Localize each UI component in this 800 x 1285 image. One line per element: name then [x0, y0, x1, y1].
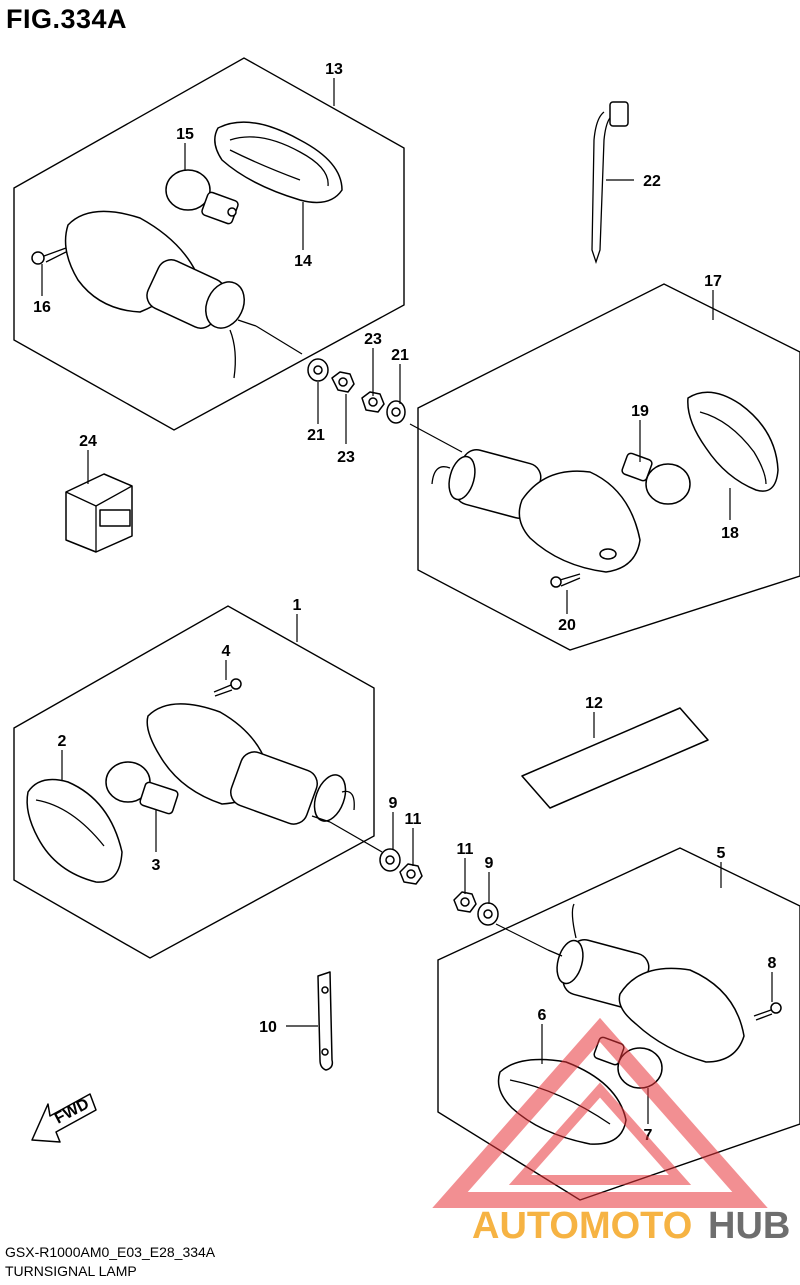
- assembly-1-group: [13, 605, 383, 959]
- part-24-relay[interactable]: [65, 473, 133, 553]
- callout-14[interactable]: 14: [294, 253, 312, 270]
- callout-10[interactable]: 10: [259, 1019, 277, 1036]
- watermark-wordmark: AUTOMOTO HUB: [472, 1205, 790, 1247]
- assembly-17-wire-leader: [409, 423, 463, 453]
- part-20-screw[interactable]: [550, 573, 581, 588]
- part-15-bulb[interactable]: [165, 169, 239, 225]
- part-12-reflector-sheet[interactable]: [521, 707, 709, 809]
- assembly-5-box: [437, 847, 800, 1201]
- part-18-lens[interactable]: [687, 391, 779, 492]
- callout-23-bottom[interactable]: 23: [337, 449, 355, 466]
- part-11-nut-left[interactable]: [399, 863, 423, 885]
- callout-4[interactable]: 4: [222, 643, 231, 660]
- callout-18[interactable]: 18: [721, 525, 739, 542]
- part-11-nut-right[interactable]: [453, 891, 477, 913]
- hardware-9-11-left-group: [379, 848, 423, 885]
- callout-3[interactable]: 3: [152, 857, 161, 874]
- callout-21-bottom[interactable]: 21: [307, 427, 325, 444]
- part-3-bulb[interactable]: [105, 761, 179, 815]
- part-4-screw[interactable]: [213, 678, 242, 697]
- callout-5[interactable]: 5: [717, 845, 726, 862]
- hardware-21-23-group: [307, 358, 406, 424]
- callout-2[interactable]: 2: [58, 733, 67, 750]
- callout-7[interactable]: 7: [644, 1127, 653, 1144]
- callout-19[interactable]: 19: [631, 403, 649, 420]
- assembly-13-wire-leader: [255, 325, 303, 355]
- watermark-text-automoto: AUTOMOTO: [472, 1205, 692, 1247]
- part-2-lens[interactable]: [26, 778, 123, 883]
- assembly-5-wire-leader: [495, 923, 549, 951]
- callout-6[interactable]: 6: [538, 1007, 547, 1024]
- fwd-arrow: FWD: [31, 1093, 97, 1143]
- assembly-13-housing[interactable]: [64, 210, 257, 379]
- watermark-inner-triangle-icon: [508, 1082, 692, 1185]
- assembly-13-group: [13, 57, 405, 431]
- figure-model-code: GSX-R1000AM0_E03_E28_334A: [5, 1244, 216, 1260]
- assembly-17-housing[interactable]: [431, 447, 641, 573]
- callout-15[interactable]: 15: [176, 126, 194, 143]
- callout-9-left[interactable]: 9: [389, 795, 398, 812]
- part-19-bulb[interactable]: [621, 452, 691, 505]
- part-10-bracket[interactable]: [317, 971, 334, 1071]
- assembly-1-box: [13, 605, 375, 959]
- figure-caption: TURNSIGNAL LAMP: [5, 1263, 137, 1279]
- callout-24[interactable]: 24: [79, 433, 97, 450]
- callout-11-right[interactable]: 11: [457, 841, 474, 858]
- callout-1[interactable]: 1: [293, 597, 302, 614]
- callout-9-right[interactable]: 9: [485, 855, 494, 872]
- callout-11-left[interactable]: 11: [405, 811, 422, 828]
- part-9-washer-left[interactable]: [379, 848, 401, 872]
- callout-20[interactable]: 20: [558, 617, 576, 634]
- hardware-9-11-right-group: [453, 891, 499, 926]
- callout-leaders: [41, 78, 773, 1124]
- part-22-wire-harness[interactable]: [591, 101, 629, 265]
- part-8-screw[interactable]: [753, 1002, 782, 1021]
- assembly-17-group: [409, 283, 800, 651]
- callout-13[interactable]: 13: [325, 61, 343, 78]
- figure-title: FIG.334A: [6, 4, 128, 34]
- callout-21-top[interactable]: 21: [391, 347, 409, 364]
- callout-17[interactable]: 17: [704, 273, 722, 290]
- callout-12[interactable]: 12: [585, 695, 603, 712]
- part-14-lens[interactable]: [214, 121, 343, 204]
- callout-numbers: 13 15 14 16 22 23 21 21 23 17 19 18 20 2…: [33, 61, 776, 1144]
- watermark-text-hub: HUB: [708, 1205, 790, 1247]
- assembly-1-housing[interactable]: [146, 703, 355, 828]
- assembly-1-wire-leader: [329, 821, 383, 853]
- assembly-13-box: [13, 57, 405, 431]
- watermark-triangle-icon: [432, 1017, 768, 1208]
- callout-22[interactable]: 22: [643, 173, 661, 190]
- watermark-logo: [432, 1017, 768, 1208]
- part-9-washer-right[interactable]: [477, 902, 499, 926]
- assembly-17-box: [417, 283, 800, 651]
- part-23-nut-right[interactable]: [361, 391, 385, 413]
- callout-16[interactable]: 16: [33, 299, 51, 316]
- assembly-5-housing[interactable]: [547, 903, 745, 1063]
- callout-23-top[interactable]: 23: [364, 331, 382, 348]
- part-21-washer-left[interactable]: [307, 358, 329, 382]
- part-21-washer-right[interactable]: [386, 400, 406, 424]
- callout-8[interactable]: 8: [768, 955, 777, 972]
- part-6-lens[interactable]: [497, 1058, 627, 1145]
- part-16-screw[interactable]: [31, 247, 67, 265]
- part-23-nut-left[interactable]: [331, 371, 355, 393]
